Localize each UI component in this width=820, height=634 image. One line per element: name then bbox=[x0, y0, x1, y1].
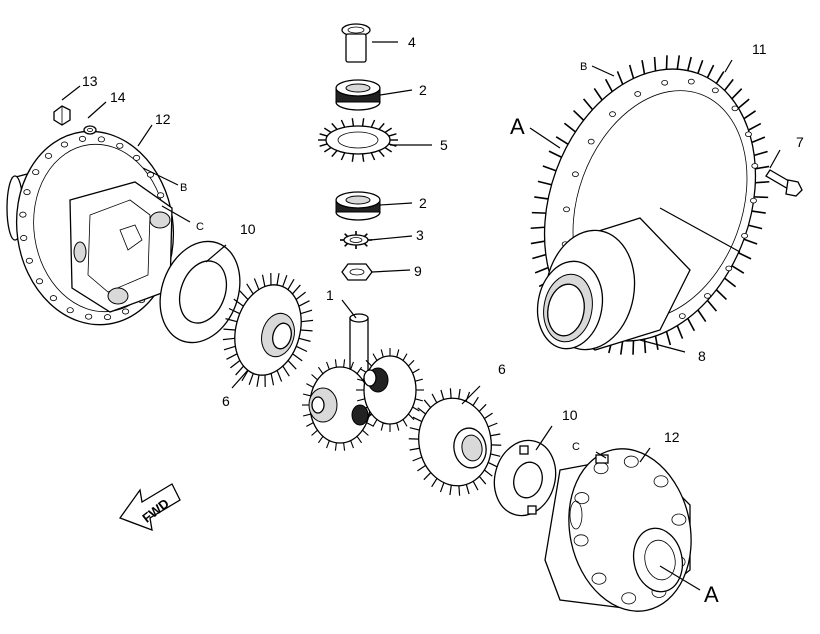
reference-c-case-right: C bbox=[572, 441, 580, 453]
bearing-2-lower bbox=[335, 191, 381, 221]
sleeve-4 bbox=[341, 23, 371, 63]
forward-arrow bbox=[118, 483, 181, 532]
washer-14 bbox=[83, 125, 97, 135]
side-gear-right bbox=[408, 388, 502, 496]
nut-9 bbox=[341, 263, 373, 281]
bolt-7 bbox=[765, 169, 803, 197]
ring-gear bbox=[530, 55, 770, 355]
callout-7: 7 bbox=[796, 134, 804, 150]
reference-b-ring: B bbox=[580, 61, 587, 73]
thrust-washer-left bbox=[159, 240, 241, 344]
callout-10-left: 10 bbox=[240, 221, 256, 237]
bearing-2-upper bbox=[335, 79, 381, 111]
callout-2-upper: 2 bbox=[419, 82, 427, 98]
callout-12-left: 12 bbox=[155, 111, 171, 127]
callout-12-right: 12 bbox=[664, 429, 680, 445]
callout-10-right: 10 bbox=[562, 407, 578, 423]
callout-5: 5 bbox=[440, 137, 448, 153]
reference-a-case: A bbox=[704, 582, 719, 607]
thrust-washer-right bbox=[493, 439, 557, 517]
callout-11: 11 bbox=[752, 41, 767, 57]
callout-4: 4 bbox=[408, 34, 416, 50]
callout-9: 9 bbox=[414, 263, 422, 279]
callout-1: 1 bbox=[326, 287, 334, 303]
callout-6-left: 6 bbox=[222, 393, 230, 409]
bolt-13 bbox=[53, 105, 71, 126]
reference-b-case: B bbox=[180, 182, 187, 194]
case-half-left bbox=[6, 130, 175, 326]
case-half-right bbox=[544, 448, 692, 612]
pinion-gear-5 bbox=[318, 118, 398, 162]
pinion-cross-assembly bbox=[302, 313, 424, 451]
callout-6-right: 6 bbox=[498, 361, 506, 377]
leader-lines bbox=[61, 41, 781, 591]
lock-washer-3 bbox=[340, 231, 372, 249]
callout-2-lower: 2 bbox=[419, 195, 427, 211]
reference-c-case-left: C bbox=[196, 221, 204, 233]
callout-14: 14 bbox=[110, 89, 126, 105]
side-gear-left bbox=[222, 272, 314, 388]
callout-13: 13 bbox=[82, 73, 98, 89]
reference-a-ring: A bbox=[510, 114, 525, 139]
callout-3: 3 bbox=[416, 227, 424, 243]
callout-8: 8 bbox=[698, 348, 706, 364]
